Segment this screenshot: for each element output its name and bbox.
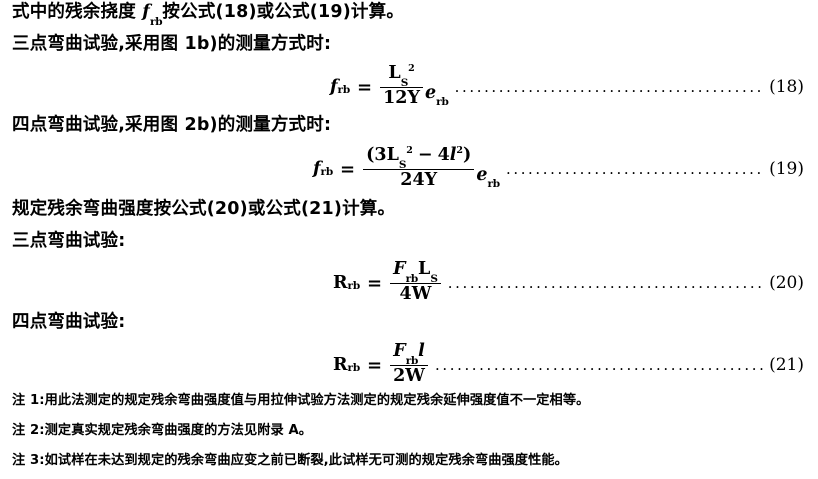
eq21-var-1-subscript: rb (405, 354, 419, 367)
eq18-lhs-subscript: rb (337, 84, 351, 96)
eq21-lhs-base: R (333, 355, 348, 375)
eq21-number: (21) (769, 355, 804, 375)
eq18-denominator: 12Y (383, 88, 420, 109)
eq21-fraction: Frbl 2W (390, 341, 428, 387)
eq20-var-1-base: F (393, 259, 406, 280)
eq19-trailing-subscript: rb (487, 178, 500, 191)
paragraph-1-text-before: 式中的残余挠度 (12, 2, 143, 22)
eq19-lhs-subscript: rb (320, 166, 334, 178)
note-3-label: 注 3: (12, 453, 45, 468)
eq19-fraction: (3LS2−4l2) 24Y (363, 145, 475, 191)
eq19-coefficient-2: 4 (437, 145, 450, 166)
eq20-number: (20) (769, 273, 804, 293)
note-2-label: 注 2: (12, 423, 45, 438)
note-2-text: 测定真实规定残余弯曲强度的方法见附录 A。 (44, 423, 313, 438)
paragraph-four-point-bending-intro: 四点弯曲试验,采用图 2b)的测量方式时: (12, 115, 332, 135)
note-3: 注 3:如试样在未达到规定的残余弯曲应变之前已断裂,此试样无可测的规定残余弯曲强… (12, 454, 568, 467)
paragraph-four-point-bending-label: 四点弯曲试验: (12, 312, 126, 332)
eq18-leader-dots: ········································… (454, 82, 766, 100)
eq20-numerator: FrbLS (390, 259, 441, 285)
eq19-open-paren: ( (366, 145, 375, 166)
eq21-leader-dots: ········································… (434, 360, 765, 378)
eq18-number: (18) (769, 77, 804, 97)
eq19-var-1-subscript: S (398, 158, 407, 171)
eq19-var-1-base: L (386, 145, 399, 166)
eq21-equals-sign: = (367, 354, 383, 376)
eq20-fraction-bar (390, 282, 441, 285)
eq20-var-2-subscript: S (430, 272, 438, 285)
note-3-text: 如试样在未达到规定的残余弯曲应变之前已断裂,此试样无可测的规定残余弯曲强度性能。 (44, 453, 568, 468)
paragraph-three-point-bending-label: 三点弯曲试验: (12, 231, 126, 251)
eq21-numerator: Frbl (390, 341, 428, 367)
eq21-var-1-base: F (393, 341, 406, 362)
eq19-close-paren: ) (463, 145, 472, 166)
eq19-var-2-superscript: 2 (456, 145, 464, 157)
eq18-num-base: L (388, 63, 401, 84)
eq18-trailing-term: erb (424, 82, 449, 109)
paragraph-1-text-after: 按公式(18)或公式(19)计算。 (162, 2, 405, 22)
eq18-trailing-subscript: rb (436, 96, 449, 109)
symbol-f-base: f (142, 2, 150, 22)
eq21-var-2-base: l (418, 341, 425, 362)
paragraph-residual-bending-strength-intro: 规定残余弯曲强度按公式(20)或公式(21)计算。 (12, 199, 396, 219)
eq18-trailing-base: e (424, 82, 437, 103)
eq19-numerator: (3LS2−4l2) (363, 145, 474, 171)
eq18-numerator: LS2 (385, 63, 417, 89)
eq20-var-1-subscript: rb (405, 272, 419, 285)
paragraph-three-point-bending-intro: 三点弯曲试验,采用图 1b)的测量方式时: (12, 34, 332, 54)
eq19-number: (19) (769, 159, 804, 179)
eq18-lhs-base: f (330, 77, 338, 97)
eq20-leader-dots: ········································… (447, 278, 765, 296)
eq21-lhs-subscript: rb (347, 362, 361, 374)
eq20-denominator: 4W (399, 284, 432, 305)
eq20-fraction: FrbLS 4W (390, 259, 441, 305)
note-1: 注 1:用此法测定的规定残余弯曲强度值与用拉伸试验方法测定的规定残余延伸强度值不… (12, 394, 589, 407)
eq19-var-2-base: l (449, 145, 457, 166)
eq18-num-subscript: S (400, 76, 409, 89)
note-1-label: 注 1: (12, 393, 45, 408)
eq19-denominator: 24Y (400, 170, 438, 191)
note-2: 注 2:测定真实规定残余弯曲强度的方法见附录 A。 (12, 424, 312, 437)
eq20-lhs-base: R (333, 273, 348, 293)
eq21-fraction-bar (390, 364, 428, 367)
note-1-text: 用此法测定的规定残余弯曲强度值与用拉伸试验方法测定的规定残余延伸强度值不一定相等… (44, 393, 590, 408)
eq20-var-2-base: L (418, 259, 431, 280)
eq19-coefficient-1: 3 (374, 145, 387, 166)
eq19-leader-dots: ········································… (505, 164, 765, 182)
paragraph-residual-deflection: 式中的残余挠度 frb按公式(18)或公式(19)计算。 (12, 2, 405, 27)
eq20-equals-sign: = (367, 272, 383, 294)
eq19-trailing-term: erb (476, 164, 500, 191)
eq18-fraction-bar (380, 86, 423, 89)
eq20-lhs-subscript: rb (347, 280, 361, 292)
eq18-equals-sign: = (357, 76, 373, 98)
eq19-lhs-base: f (313, 159, 321, 179)
eq18-num-superscript: 2 (408, 63, 415, 75)
eq21-denominator: 2W (393, 366, 425, 387)
eq19-var-1-superscript: 2 (406, 145, 413, 157)
symbol-f-subscript: rb (149, 15, 163, 28)
eq18-fraction: LS2 12Y (380, 63, 423, 109)
eq19-fraction-bar (363, 168, 475, 171)
eq19-minus-operator: − (417, 145, 433, 166)
eq19-trailing-base: e (476, 164, 488, 185)
eq19-equals-sign: = (340, 158, 356, 180)
